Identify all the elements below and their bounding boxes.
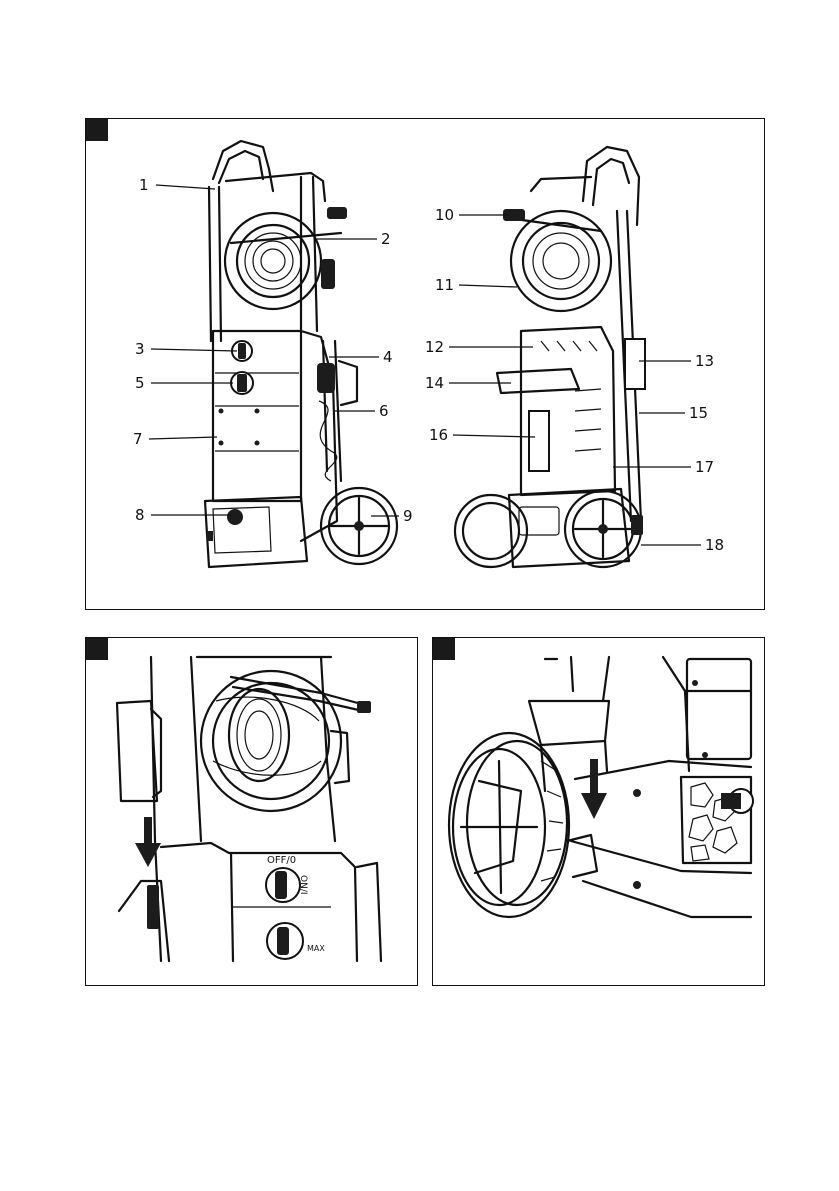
wheel-figure-3 <box>449 733 597 917</box>
down-arrow-figure-3 <box>581 759 607 819</box>
callout-9: 9 <box>403 507 413 525</box>
knob-max-label: MAX <box>307 944 325 953</box>
callout-6: 6 <box>379 402 389 420</box>
callout-16: 16 <box>429 426 448 444</box>
figure-1-panel: 1 2 3 4 5 6 7 8 9 10 11 12 13 <box>85 118 765 610</box>
figure-2-drawing: OFF/0 ON/I MAX <box>86 638 418 986</box>
callout-8: 8 <box>135 506 145 524</box>
callout-5: 5 <box>135 374 145 392</box>
callout-12: 12 <box>425 338 444 356</box>
callout-3: 3 <box>135 340 145 358</box>
callout-13: 13 <box>695 352 714 370</box>
figure-1-drawing: 1 2 3 4 5 6 7 8 9 10 11 12 13 <box>86 119 765 610</box>
switch-on-label: ON/I <box>298 875 308 895</box>
switch-off-label: OFF/0 <box>267 855 296 866</box>
callout-1: 1 <box>139 176 149 194</box>
callout-2: 2 <box>381 230 391 248</box>
callout-15: 15 <box>689 404 708 422</box>
down-arrow-figure-2 <box>135 817 161 867</box>
callouts-left: 1 2 3 4 5 6 7 8 9 <box>133 176 413 525</box>
figure-3-panel <box>432 637 765 986</box>
callout-11: 11 <box>435 276 454 294</box>
figure-3-drawing <box>433 638 765 986</box>
callout-4: 4 <box>383 348 393 366</box>
front-view-washer <box>205 141 397 567</box>
callout-18: 18 <box>705 536 724 554</box>
callout-7: 7 <box>133 430 143 448</box>
callout-17: 17 <box>695 458 714 476</box>
callout-14: 14 <box>425 374 444 392</box>
figure-2-panel: OFF/0 ON/I MAX <box>85 637 418 986</box>
callout-10: 10 <box>435 206 454 224</box>
rear-view-washer <box>455 147 645 567</box>
